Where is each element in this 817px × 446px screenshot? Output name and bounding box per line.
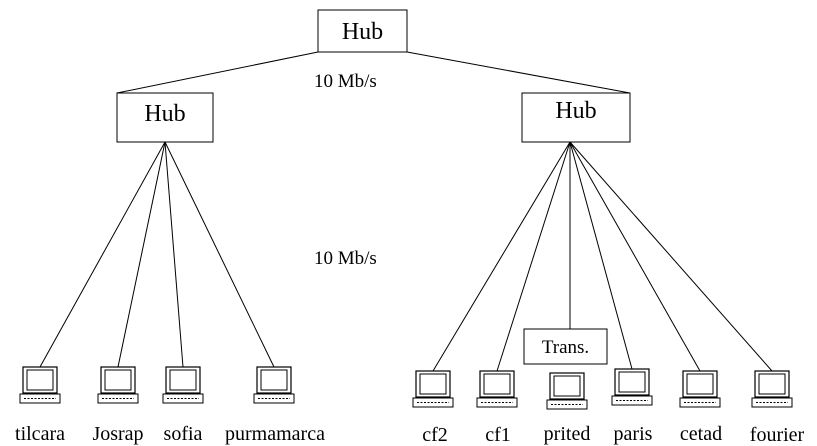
host-labels-right: cf2 cf1 prited paris cetad fourier — [422, 423, 804, 446]
transceiver-label: Trans. — [542, 337, 589, 358]
computer-icon — [611, 368, 653, 406]
transceiver: Trans. — [523, 328, 608, 365]
computer-icon — [476, 370, 518, 408]
host-label: fourier — [750, 424, 805, 446]
link-purmamarca — [164, 141, 275, 368]
host-label: Josrap — [92, 423, 143, 445]
link-josrap — [117, 141, 166, 368]
uplink-right — [406, 51, 631, 94]
hub-top: Hub — [317, 9, 408, 53]
host-label: purmamarca — [225, 423, 325, 445]
host-label: prited — [544, 423, 591, 445]
hub-top-label: Hub — [342, 19, 383, 45]
host-speed-label: 10 Mb/s — [314, 248, 377, 269]
host-label: cf2 — [422, 424, 448, 446]
link-paris — [569, 141, 633, 370]
host-labels-left: tilcara Josrap sofia purmamarca — [15, 423, 325, 445]
link-sofia — [164, 141, 184, 368]
uplink-speed-label: 10 Mb/s — [314, 71, 377, 92]
hub-left: Hub — [116, 92, 214, 143]
hub-left-label: Hub — [144, 101, 185, 127]
uplinks — [116, 51, 631, 94]
host-label: cetad — [680, 423, 722, 445]
link-cf2 — [432, 141, 571, 372]
host-label: sofia — [164, 423, 203, 445]
computer-icon — [546, 372, 588, 410]
computer-icon — [19, 366, 61, 404]
computer-icon — [162, 366, 204, 404]
computer-icon — [751, 370, 793, 408]
link-cetad — [569, 141, 701, 372]
host-label: tilcara — [15, 423, 65, 445]
hub-right-label: Hub — [555, 98, 596, 124]
link-cf1 — [496, 141, 571, 372]
uplink-left — [116, 51, 319, 94]
computer-icon — [97, 366, 139, 404]
host-label: paris — [614, 423, 653, 445]
hub-right: Hub — [521, 92, 631, 143]
computer-icon — [412, 370, 454, 408]
host-label: cf1 — [485, 424, 511, 446]
host-links — [39, 141, 773, 372]
computers-right — [412, 368, 793, 410]
computers-left — [19, 366, 295, 404]
computer-icon — [679, 370, 721, 408]
link-tilcara — [39, 141, 166, 368]
link-fourier — [569, 141, 773, 372]
computer-icon — [253, 366, 295, 404]
